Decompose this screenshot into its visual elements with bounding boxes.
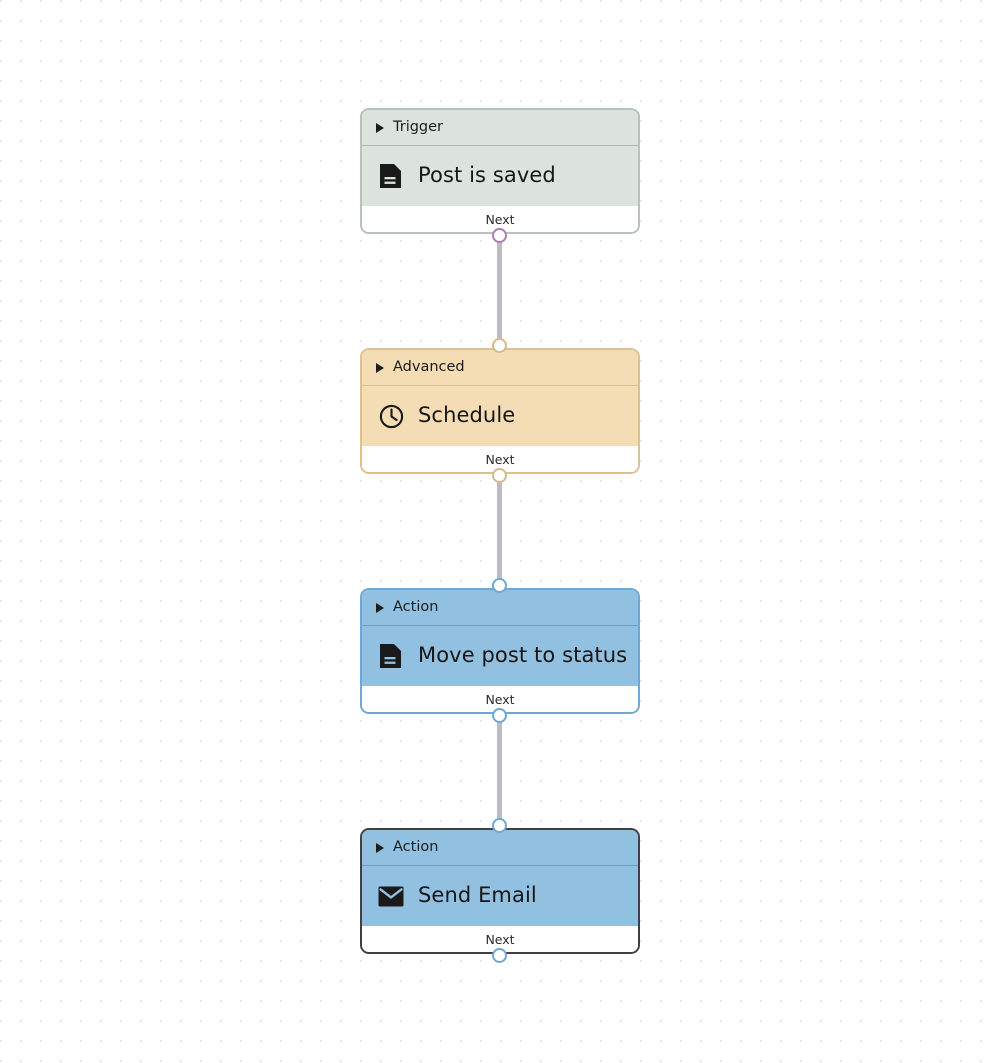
chevron-right-icon[interactable] xyxy=(376,842,384,853)
node-header-action[interactable]: Action xyxy=(362,830,638,866)
chevron-right-icon[interactable] xyxy=(376,362,384,373)
node-body-action[interactable]: Move post to status xyxy=(362,626,638,686)
node-footer-label: Next xyxy=(485,931,515,947)
node-frame: Action Move post to status Next xyxy=(360,588,640,714)
node-header-action[interactable]: Action xyxy=(362,590,638,626)
node-title: Move post to status xyxy=(418,643,628,668)
node-title: Schedule xyxy=(418,403,516,428)
output-port-trigger[interactable] xyxy=(492,228,507,243)
envelope-icon xyxy=(378,883,404,909)
node-footer-next[interactable]: Next xyxy=(362,206,638,232)
workflow-node-action-move-post[interactable]: Action Move post to status Next xyxy=(360,588,640,714)
node-footer-label: Next xyxy=(485,211,515,227)
node-category-label: Action xyxy=(393,839,439,856)
node-frame: Advanced Schedule Next xyxy=(360,348,640,474)
output-port-action-move-post[interactable] xyxy=(492,708,507,723)
output-port-action-send-email[interactable] xyxy=(492,948,507,963)
document-icon xyxy=(378,643,404,669)
clock-icon xyxy=(378,403,404,429)
node-header-trigger[interactable]: Trigger xyxy=(362,110,638,146)
output-port-advanced[interactable] xyxy=(492,468,507,483)
workflow-node-advanced[interactable]: Advanced Schedule Next xyxy=(360,348,640,474)
node-footer-next[interactable]: Next xyxy=(362,446,638,472)
node-body-action[interactable]: Send Email xyxy=(362,866,638,926)
node-title: Send Email xyxy=(418,883,537,908)
document-icon xyxy=(378,163,404,189)
node-category-label: Advanced xyxy=(393,359,465,376)
node-header-advanced[interactable]: Advanced xyxy=(362,350,638,386)
workflow-node-action-send-email[interactable]: Action Send Email Next xyxy=(360,828,640,954)
node-frame: Action Send Email Next xyxy=(360,828,640,954)
workflow-node-trigger[interactable]: Trigger Post is saved Next xyxy=(360,108,640,234)
node-body-advanced[interactable]: Schedule xyxy=(362,386,638,446)
node-category-label: Action xyxy=(393,599,439,616)
chevron-right-icon[interactable] xyxy=(376,122,384,133)
node-frame: Trigger Post is saved Next xyxy=(360,108,640,234)
input-port-action-move-post[interactable] xyxy=(492,578,507,593)
input-port-advanced[interactable] xyxy=(492,338,507,353)
edge-advanced-to-action-1[interactable] xyxy=(497,476,502,584)
edge-action-1-to-action-2[interactable] xyxy=(497,716,502,824)
node-title: Post is saved xyxy=(418,163,556,188)
input-port-action-send-email[interactable] xyxy=(492,818,507,833)
node-footer-next[interactable]: Next xyxy=(362,686,638,712)
node-footer-label: Next xyxy=(485,451,515,467)
node-category-label: Trigger xyxy=(393,119,444,136)
node-footer-next[interactable]: Next xyxy=(362,926,638,952)
edge-trigger-to-advanced[interactable] xyxy=(497,236,502,344)
node-footer-label: Next xyxy=(485,691,515,707)
chevron-right-icon[interactable] xyxy=(376,602,384,613)
node-body-trigger[interactable]: Post is saved xyxy=(362,146,638,206)
